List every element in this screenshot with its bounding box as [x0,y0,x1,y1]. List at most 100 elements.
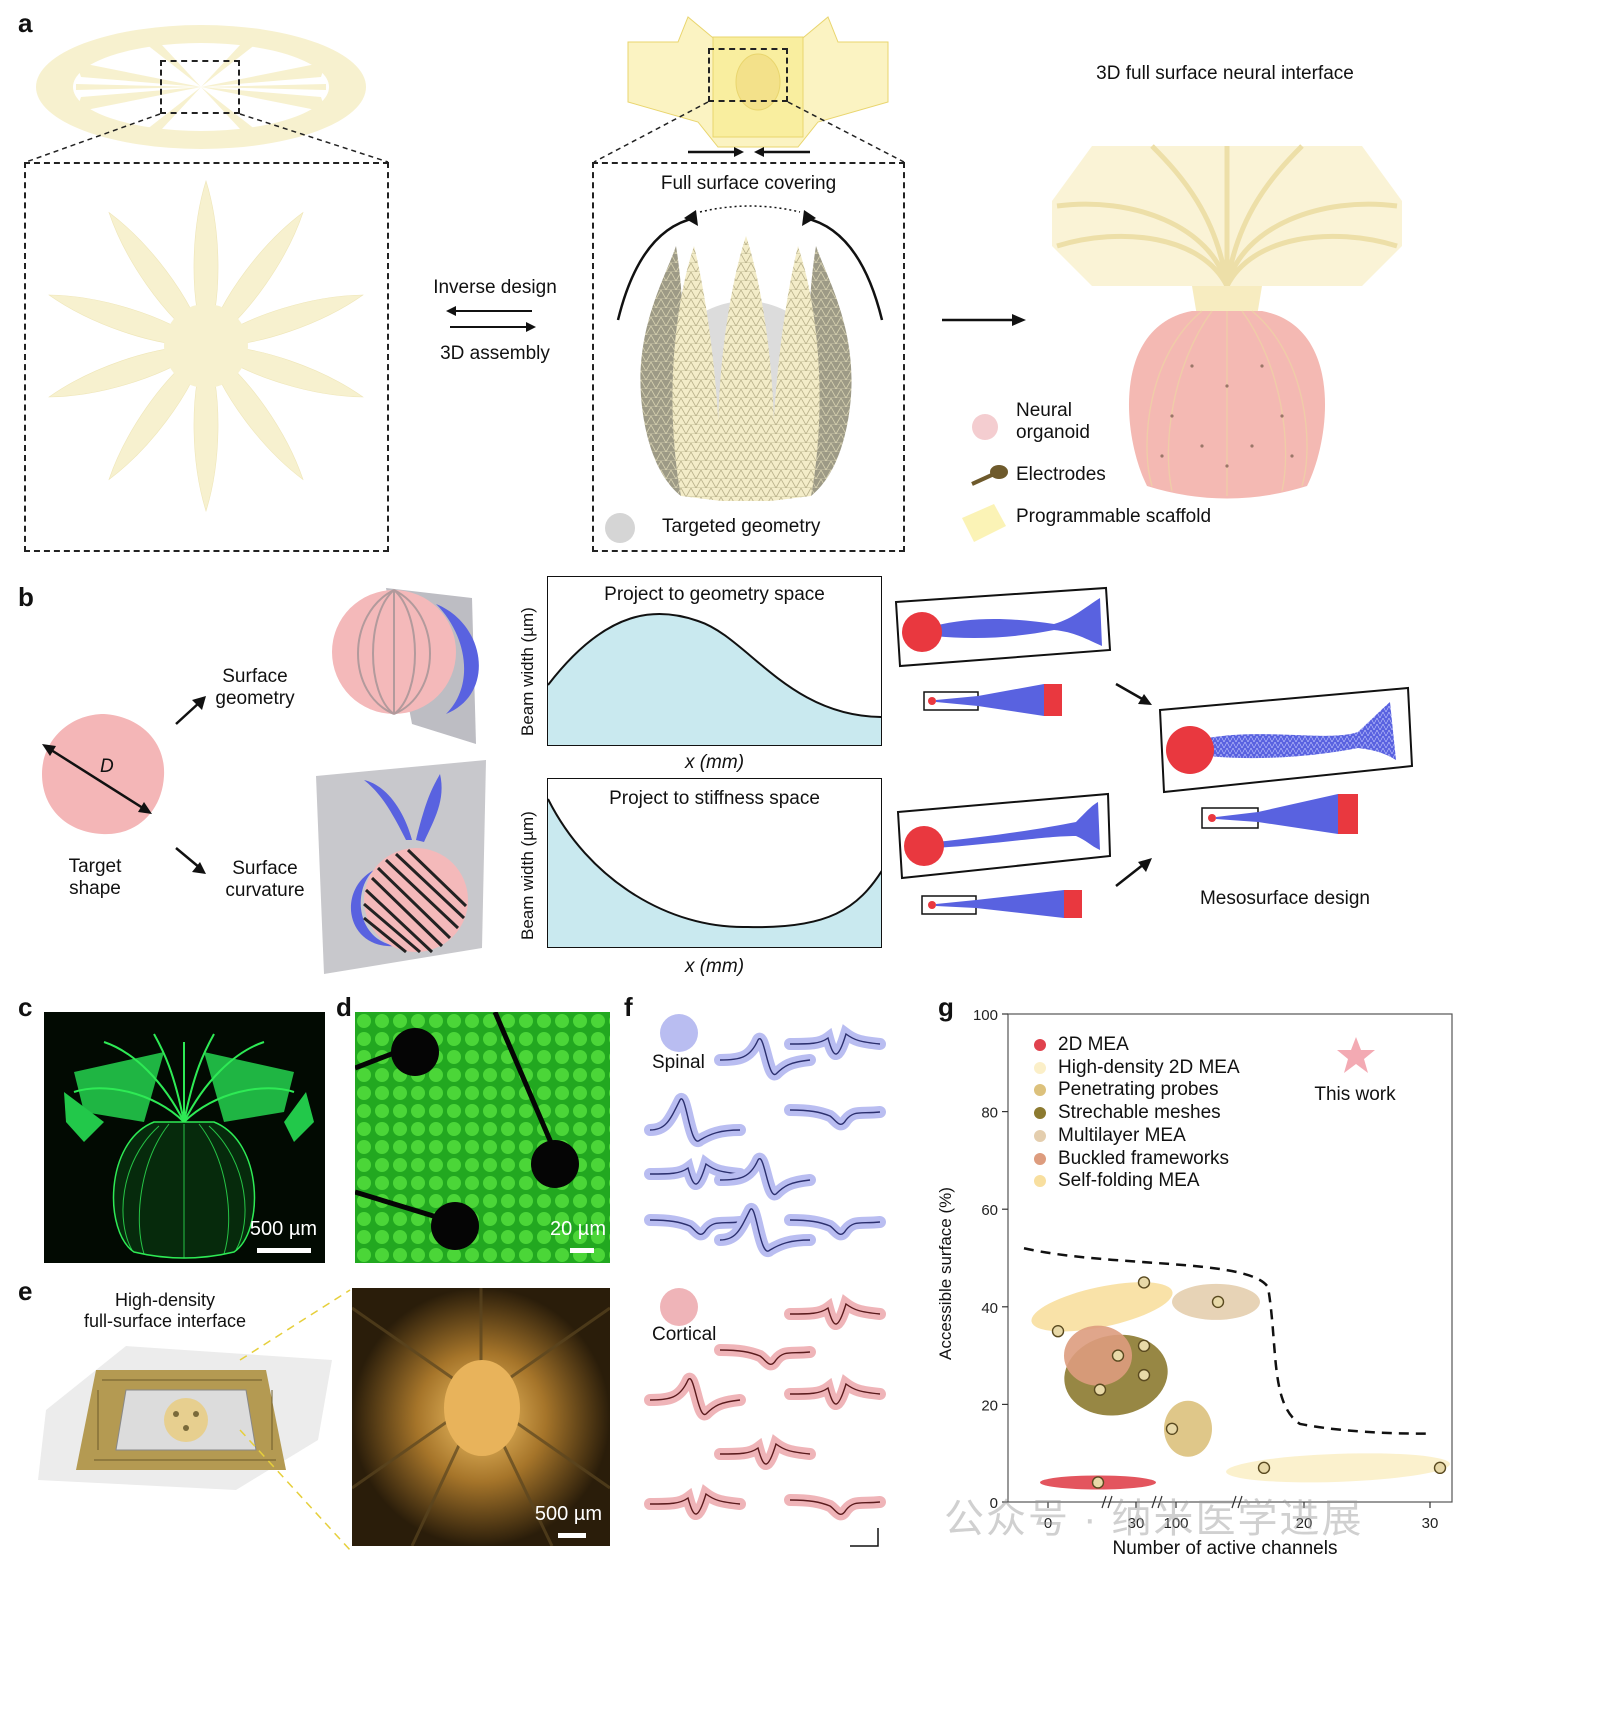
zoom-box-flat [160,60,240,114]
legend-swatch [1034,1061,1046,1074]
waveform-scale-bar [850,1528,879,1547]
arrow-to-mesosurface-top [1115,682,1152,705]
organoid-fluorescence-image: 20 µm [355,1012,610,1263]
interface-title: 3D full surface neural interface [1096,63,1354,84]
legend-swatch [1034,1152,1046,1165]
beam-design-stiffness [896,792,1112,918]
axis-break [1151,1495,1163,1509]
electrode-legend-icon [971,465,1008,486]
scaffold-legend-label: Programmable scaffold [1016,506,1212,527]
zoom-lines-3d [593,101,905,163]
fluorescence-device-image: 500 µm [44,1012,325,1263]
assembled-scaffold [627,16,889,148]
spike-waveform [644,1214,746,1241]
x-tick-label: 20 [1296,1515,1313,1532]
stiffness-space-plot [547,778,882,948]
legend-item: 2D MEA [1034,1034,1129,1056]
organoid-legend-icon [972,414,998,440]
arrow-to-mesosurface-bottom [1115,858,1152,887]
electrode-legend-label: Electrodes [1016,464,1106,485]
legend-item: High-density 2D MEA [1034,1057,1240,1079]
zoom-box-3d [708,48,788,102]
organoid-legend-label: Neural organoid [1016,400,1090,443]
data-point [1165,1422,1179,1435]
flat-scaffold-disc [36,25,366,149]
data-point [1137,1368,1151,1382]
hd-interface-chip-illustration [38,1346,332,1490]
category-region [1226,1453,1450,1483]
legend-item: Strechable meshes [1034,1102,1221,1124]
x-tick-label: 0 [1044,1515,1052,1532]
y-tick-label: 100 [973,1007,998,1024]
covering-arc [616,205,884,321]
legend-label: Penetrating probes [1058,1079,1219,1101]
y-tick-label: 80 [981,1105,998,1122]
x-tick-label: 30 [1422,1515,1439,1532]
spike-waveform [784,1374,886,1410]
data-point [1257,1461,1271,1475]
chart-xlabel: Number of active channels [1112,1538,1338,1559]
full-covering-label: Full surface covering [660,173,837,194]
y-tick-label: 60 [981,1202,998,1219]
targeted-geometry-label: Targeted geometry [662,516,821,537]
plot2-ylabel: Beam width (µm) [518,811,537,940]
legend-label: Strechable meshes [1058,1102,1221,1124]
plot1-ylabel: Beam width (µm) [518,607,537,736]
scale-bar-e [558,1533,586,1538]
watermark: 公众号 · 纳米医学进展 [944,1497,1364,1541]
x-tick-label: 30 [1128,1515,1145,1532]
panel-label-e: e [18,1276,33,1306]
petal-basket [640,236,852,501]
spike-waveform [784,1024,886,1060]
legend-item: Buckled frameworks [1034,1148,1229,1170]
legend-label: Multilayer MEA [1058,1124,1186,1146]
scale-label-c: 500 µm [249,1218,317,1240]
panel-label-g: g [938,992,954,1022]
plot1-xlabel: x (mm) [684,752,745,773]
hd-interface-photo: 500 µm [352,1288,610,1546]
legend-swatch [1034,1175,1046,1188]
diameter-label: D [100,756,114,777]
target-geometry-icon [605,513,635,543]
mesosurface-beam [1158,686,1414,834]
surface-curvature-label: Surface curvature [225,858,305,901]
data-point [1137,1276,1151,1289]
y-tick-label: 40 [981,1300,998,1317]
spike-waveform [644,1092,746,1148]
chart-ylabel: Accessible surface (%) [936,1187,955,1360]
legend-label: Self-folding MEA [1058,1170,1200,1192]
cortical-label: Cortical [652,1324,717,1345]
spike-waveform [714,1032,816,1081]
performance-frontier [1023,1247,1431,1435]
data-point [1211,1295,1225,1309]
y-tick-label: 0 [990,1495,998,1512]
panel-label-c: c [18,992,33,1022]
inverse-design-label: Inverse design [433,277,557,298]
axis-break [1101,1495,1113,1509]
legend-label: 2D MEA [1058,1034,1129,1055]
star-icon [1337,1037,1375,1073]
spike-waveform [784,1104,886,1131]
geometry-plot-title: Project to geometry space [604,584,825,605]
zoom-lines-flat [25,113,389,163]
spike-waveform [784,1294,886,1330]
geometry-space-plot [547,576,882,746]
legend-label: High-density 2D MEA [1058,1056,1240,1078]
category-region [1031,1282,1173,1332]
scale-label-e: 500 µm [534,1503,602,1525]
legend-swatch [1034,1129,1046,1142]
beam-design-geometry [894,586,1112,716]
spike-waveform [714,1434,816,1470]
target-shape-label: Target shape [68,856,122,899]
target-shape-sphere [42,714,165,835]
panel-label-f: f [624,992,633,1022]
data-point [1091,1476,1105,1489]
flat-star-box [24,162,389,552]
x-tick-label: 100 [1163,1515,1188,1532]
compress-arrows [688,147,810,157]
geometry-projection-illustration [332,588,479,744]
spike-waveform [784,1494,886,1521]
spike-waveform [644,1484,746,1520]
panel-label-a: a [18,8,33,38]
